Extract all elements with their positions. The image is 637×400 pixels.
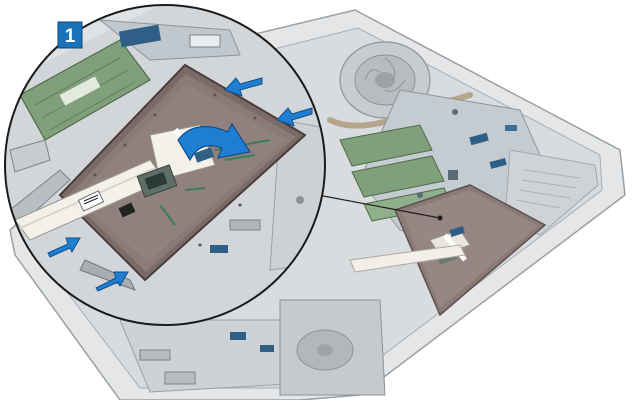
zoom-board-strip	[98, 19, 241, 61]
hard-drive-bay	[279, 299, 386, 396]
zoom-callout	[4, 4, 326, 326]
lift-arrow-icon	[177, 122, 251, 162]
zoom-memory-module	[19, 39, 151, 141]
arrow-icon	[276, 107, 313, 127]
release-arrows	[47, 77, 313, 292]
step-number: 1	[65, 26, 76, 47]
io-connectors	[139, 332, 274, 385]
arrow-icon	[47, 237, 81, 258]
callout-leader-line	[317, 194, 441, 219]
callout-leader-dot	[437, 215, 443, 221]
board-connectors	[417, 109, 544, 198]
ribbon-cable	[349, 244, 466, 273]
step-badge: 1	[57, 21, 83, 49]
touchpad-small	[393, 184, 547, 317]
arrow-icon	[224, 77, 263, 97]
arrow-icon	[95, 271, 129, 292]
